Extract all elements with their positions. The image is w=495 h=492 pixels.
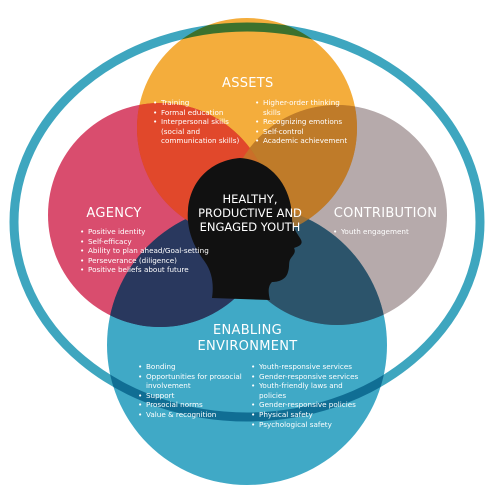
list-item: Prosocial norms [138,400,248,410]
assets-title: ASSETS [222,76,274,91]
center-text: HEALTHY, PRODUCTIVE AND ENGAGED YOUTH [190,192,310,234]
enabling-title-line-1: ENABLING [212,323,283,338]
enabling-title-line-2: ENVIRONMENT [197,339,298,354]
list-item: Support [138,391,248,401]
list-item: Positive identity [80,227,225,237]
list-item: Ability to plan ahead/Goal-setting [80,246,225,256]
list-item: Gender-responsive services [251,372,361,382]
center-line-1: HEALTHY, [222,192,278,206]
list-item: Self-control [255,127,355,137]
agency-enabling-overlap [107,205,272,327]
assets-left-list: TrainingFormal educationInterpersonal sk… [153,98,248,146]
list-item: Physical safety [251,410,361,420]
list-item: Training [153,98,248,108]
enabling-right-list: Youth-responsive servicesGender-responsi… [251,362,361,429]
assets-right-list: Higher-order thinking skillsRecognizing … [255,98,355,146]
enabling-title: ENABLING ENVIRONMENT [190,323,305,355]
list-item: Gender-responsive policies [251,400,361,410]
contribution-title: CONTRIBUTION [333,206,438,221]
list-item: Higher-order thinking skills [255,98,355,117]
list-item: Positive beliefs about future [80,265,225,275]
agency-list: Positive identitySelf-efficacyAbility to… [80,227,225,275]
center-line-3: ENGAGED YOUTH [199,220,301,234]
center-line-2: PRODUCTIVE AND [198,206,302,220]
list-item: Psychological safety [251,420,361,430]
list-item: Youth-friendly laws and policies [251,381,361,400]
list-item: Youth engagement [333,227,433,237]
agency-title: AGENCY [86,206,142,221]
list-item: Formal education [153,108,248,118]
list-item: Academic achievement [255,136,355,146]
contribution-enabling-overlap [227,205,387,325]
list-item: Interpersonal skills (social and communi… [153,117,248,146]
enabling-left-list: BondingOpportunities for prosocial invol… [138,362,248,420]
list-item: Recognizing emotions [255,117,355,127]
contribution-list: Youth engagement [333,227,433,237]
list-item: Opportunities for prosocial involvement [138,372,248,391]
list-item: Value & recognition [138,410,248,420]
list-item: Perseverance (diligence) [80,256,225,266]
list-item: Self-efficacy [80,237,225,247]
list-item: Youth-responsive services [251,362,361,372]
list-item: Bonding [138,362,248,372]
